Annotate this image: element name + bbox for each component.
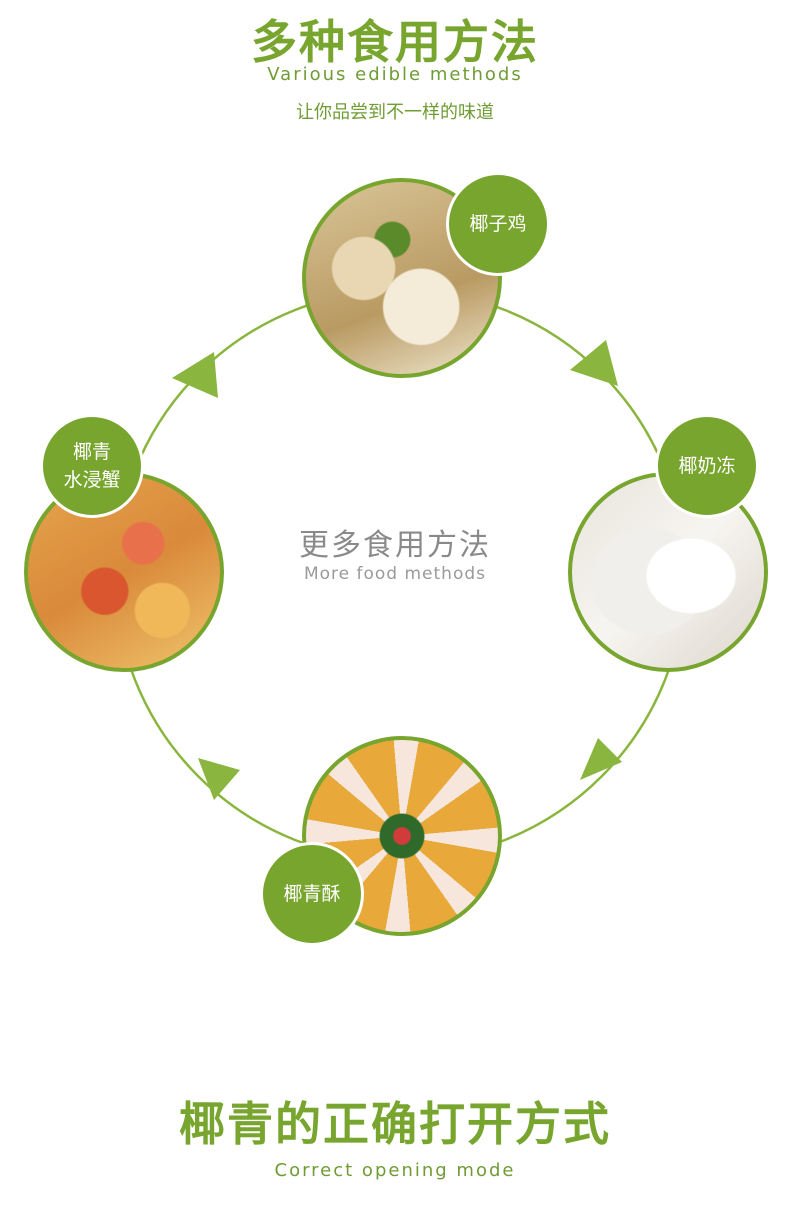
center-title-en: More food methods [303,564,487,584]
dish-label-text: 椰奶冻 [678,455,736,477]
dish-label-line1: 椰青 [72,441,111,463]
dish-label-coconut-chicken: 椰子鸡 [446,172,550,276]
section-title: 多种食用方法 [251,15,539,69]
footer-subtitle-en: Correct opening mode [274,1160,516,1181]
dish-label-text: 椰青酥 [283,883,341,905]
dish-label-coconut-jelly: 椰奶冻 [655,414,759,518]
dish-label-coconut-crab: 椰青 水浸蟹 [40,414,144,518]
arrow-bottom-right-icon [580,738,622,780]
dish-label-line2: 水浸蟹 [63,469,121,491]
arrow-top-left-icon [172,352,218,398]
arrow-top-right-icon [570,340,618,386]
dish-label-coconut-pastry: 椰青酥 [260,842,364,946]
section-subtitle-en: Various edible methods [267,64,523,85]
section-subtitle-cn: 让你品尝到不一样的味道 [296,102,494,123]
center-title-cn: 更多食用方法 [299,528,491,563]
dish-label-text: 椰子鸡 [469,213,527,235]
dish-photo-coconut-pastry [302,736,502,936]
arrow-bottom-left-icon [198,758,240,800]
footer-title: 椰青的正确打开方式 [179,1097,611,1151]
